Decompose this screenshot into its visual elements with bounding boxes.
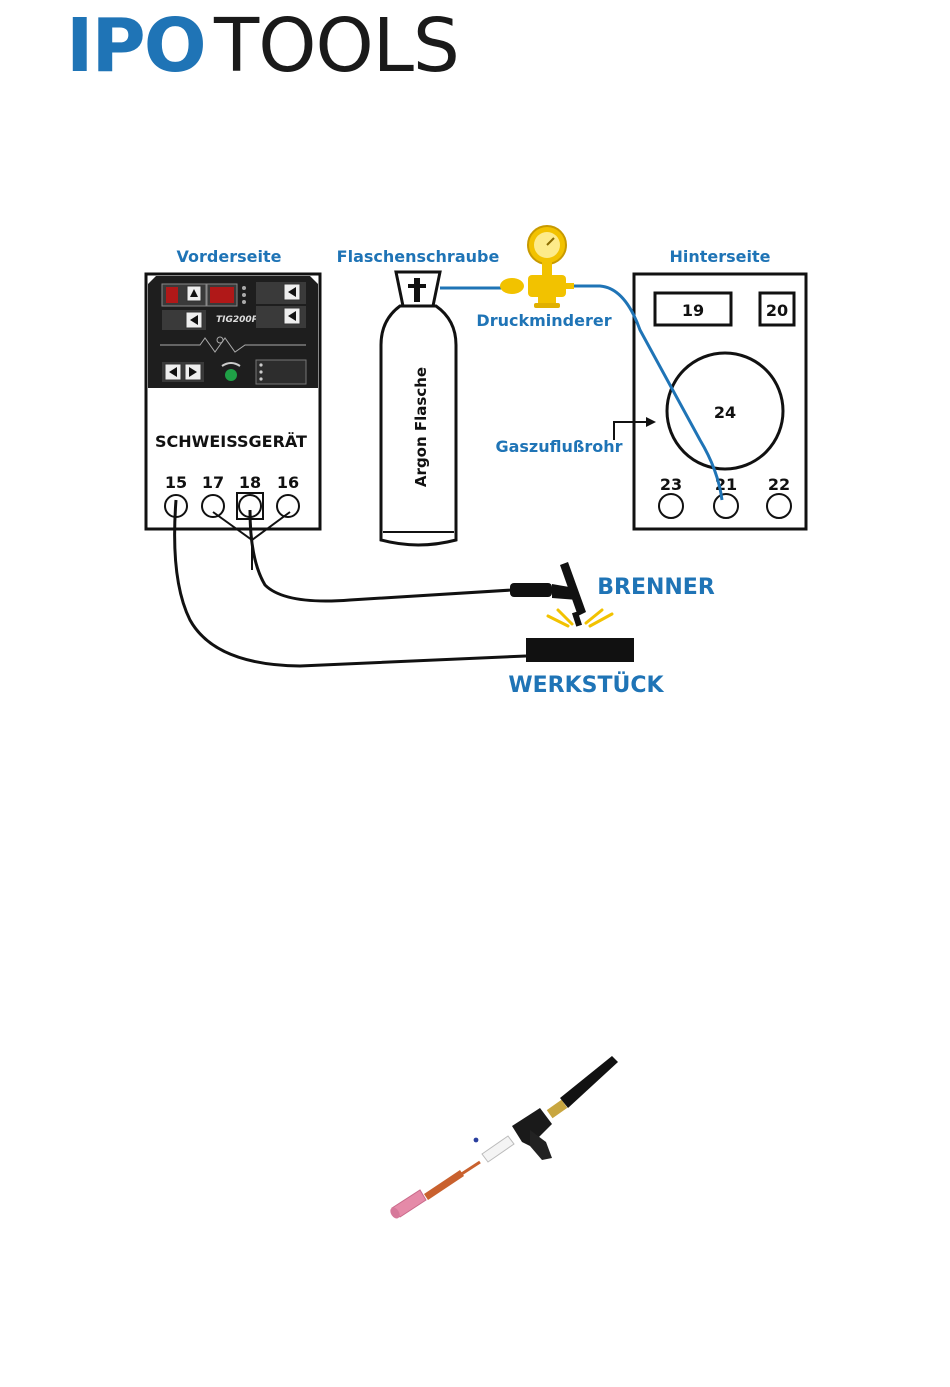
torch-label: BRENNER (597, 575, 715, 600)
logo-tools-text: TOOLS (213, 8, 459, 78)
workpiece-block (526, 638, 634, 662)
back-side-label: Hinterseite (669, 247, 770, 266)
front-port-number-15: 15 (165, 473, 187, 492)
regulator-label: Druckminderer (476, 311, 611, 330)
welder-front-panel: TIG200PD SCHWEISSGERÄT 15 17 18 16 (146, 274, 320, 529)
back-port-23 (659, 494, 683, 518)
gas-pipe-label: Gaszuflußrohr (495, 437, 622, 456)
workpiece-label: WERKSTÜCK (508, 672, 664, 698)
back-slot-20-label: 20 (766, 301, 788, 320)
back-port-number-22: 22 (768, 475, 790, 494)
gas-pipe-callout: Gaszuflußrohr (495, 417, 656, 456)
tig-torch-image (380, 1050, 630, 1220)
cylinder-label: Argon Flasche (412, 367, 430, 487)
back-slot-19-label: 19 (682, 301, 704, 320)
back-port-number-23: 23 (660, 475, 682, 494)
logo-ipo-text: IPO (66, 8, 205, 78)
front-side-label: Vorderseite (177, 247, 282, 266)
welding-connection-diagram: Vorderseite Flaschenschraube Hinterseite… (0, 220, 950, 720)
front-port-number-17: 17 (202, 473, 224, 492)
bottle-screw-label: Flaschenschraube (337, 247, 500, 266)
welder-label: SCHWEISSGERÄT (155, 432, 307, 451)
back-port-21 (714, 494, 738, 518)
front-port-17 (202, 495, 224, 517)
front-port-number-16: 16 (277, 473, 299, 492)
front-port-number-18: 18 (239, 473, 261, 492)
argon-cylinder: Argon Flasche (381, 272, 456, 545)
back-port-22 (767, 494, 791, 518)
back-fan-label: 24 (714, 403, 736, 422)
pressure-regulator: Druckminderer (440, 226, 612, 330)
ipotools-logo: IPO TOOLS (66, 8, 486, 78)
